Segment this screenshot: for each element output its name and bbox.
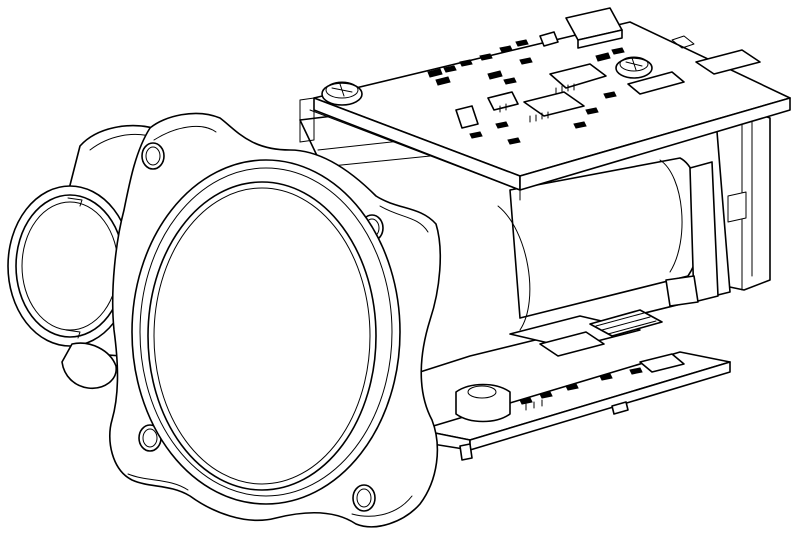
screw-head-left <box>321 81 363 106</box>
ic-chip-main <box>523 91 585 117</box>
ic-pins <box>499 35 695 123</box>
flange-mounting-hole-bottom-right <box>352 484 376 512</box>
ic-chip-corner <box>695 49 761 75</box>
inductor-block <box>455 105 479 129</box>
smd-components <box>427 39 625 145</box>
emitter-lens-flange <box>109 112 442 528</box>
receiver-lens-glass <box>15 194 125 338</box>
top-circuit-board <box>299 7 791 201</box>
ic-chip-square <box>549 63 607 89</box>
screw-head-right <box>615 56 653 79</box>
ic-chip-right <box>627 71 685 95</box>
flange-mounting-hole-top-left <box>141 142 165 170</box>
emitter-lens-glass <box>147 181 377 491</box>
bottom-ic-chip <box>539 331 605 357</box>
